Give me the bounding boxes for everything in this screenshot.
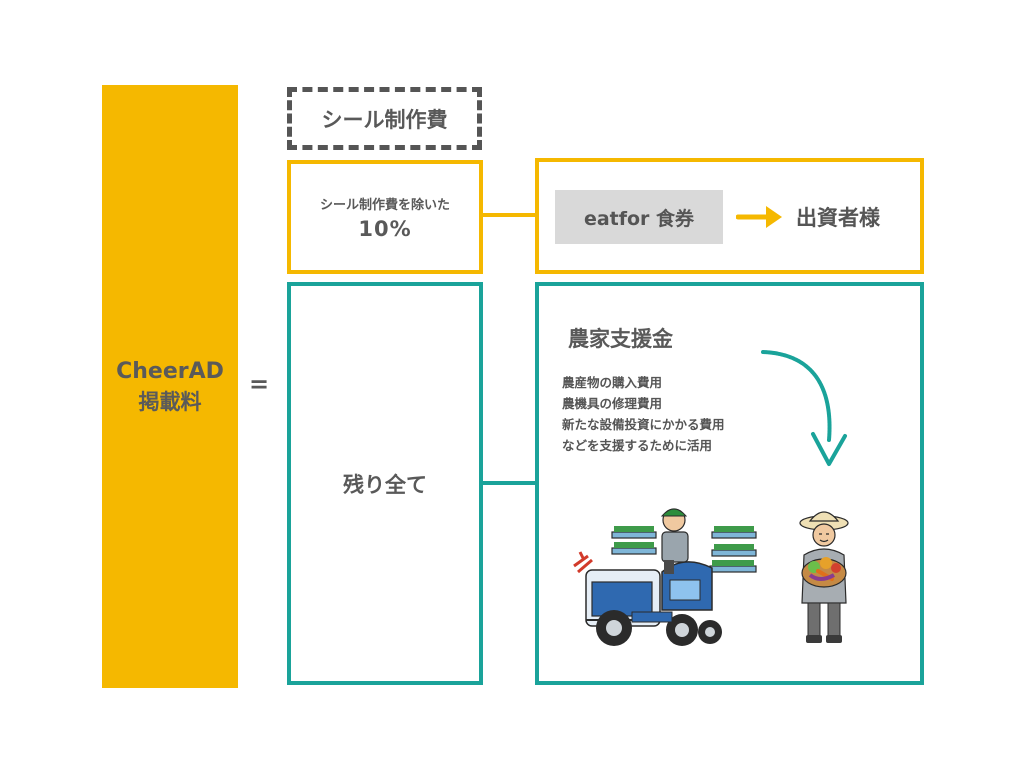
percent-box: シール制作費を除いた 10%: [287, 160, 483, 274]
farm-support-list: 農産物の購入費用 農機具の修理費用 新たな設備投資にかかる費用 などを支援するた…: [562, 372, 725, 456]
list-item: 農産物の購入費用: [562, 375, 663, 390]
yellow-connector: [483, 213, 535, 217]
list-item: 新たな設備投資にかかる費用: [562, 417, 725, 432]
farmer-illustration: [790, 505, 860, 650]
remainder-label: 残り全て: [343, 472, 427, 497]
ad-fee-label: 掲載料: [138, 389, 202, 414]
remainder-box: 残り全て: [287, 282, 483, 685]
list-item: などを支援するために活用: [562, 438, 713, 453]
equals-sign: =: [248, 370, 270, 398]
list-item: 農機具の修理費用: [562, 396, 663, 411]
investor-label: 出資者様: [796, 206, 880, 230]
eatfor-coupon-chip: eatfor 食券: [555, 190, 723, 244]
seal-cost-label: シール制作費: [321, 107, 448, 132]
seal-cost-box: シール制作費: [287, 87, 482, 150]
cheerad-fee-bar: CheerAD 掲載料: [102, 85, 238, 688]
percent-caption: シール制作費を除いた: [319, 197, 450, 213]
farm-support-title: 農家支援金: [568, 327, 673, 351]
cheerad-label: CheerAD: [116, 358, 224, 384]
eatfor-coupon-label: eatfor 食券: [583, 207, 695, 230]
teal-connector: [483, 481, 535, 485]
rice-transplanter-illustration: [572, 502, 762, 652]
arrow-right-icon: [736, 200, 786, 234]
farm-support-box: [535, 282, 924, 685]
percent-value: 10%: [358, 216, 412, 241]
curved-arrow-icon: [755, 340, 855, 470]
investor-box: [535, 158, 924, 274]
